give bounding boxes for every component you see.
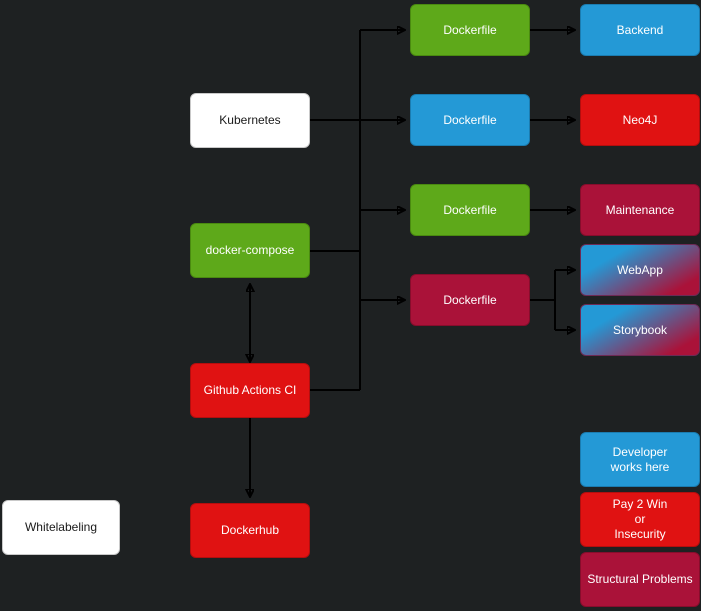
node-kubernetes-label: Kubernetes bbox=[219, 113, 281, 127]
node-dockerhub: Dockerhub bbox=[190, 503, 310, 558]
node-dockerfile-backend: Dockerfile bbox=[410, 4, 530, 56]
node-backend: Backend bbox=[580, 4, 700, 56]
node-neo4j-label: Neo4J bbox=[622, 112, 658, 127]
node-whitelabeling: Whitelabeling bbox=[2, 500, 120, 555]
node-dockerfile-neo4j-label: Dockerfile bbox=[443, 112, 497, 127]
node-maintenance: Maintenance bbox=[580, 184, 700, 236]
node-whitelabeling-label: Whitelabeling bbox=[24, 520, 98, 534]
node-storybook: Storybook bbox=[580, 304, 700, 356]
node-webapp-label: WebApp bbox=[617, 262, 663, 277]
node-dockerfile-neo4j: Dockerfile bbox=[410, 94, 530, 146]
legend-pay-2-win-or-insecurity: Pay 2 Win or Insecurity bbox=[580, 492, 700, 547]
node-dockerfile-backend-label: Dockerfile bbox=[443, 22, 497, 37]
legend-developer-works-here-label: Developer works here bbox=[610, 444, 670, 474]
node-storybook-label: Storybook bbox=[612, 322, 668, 337]
node-kubernetes: Kubernetes bbox=[190, 93, 310, 148]
node-backend-label: Backend bbox=[616, 22, 664, 37]
node-dockerfile-maintenance: Dockerfile bbox=[410, 184, 530, 236]
legend-structural-problems: Structural Problems bbox=[580, 552, 700, 607]
node-dockerhub-label: Dockerhub bbox=[220, 523, 280, 537]
node-dockerfile-maintenance-label: Dockerfile bbox=[443, 202, 497, 217]
node-dockerfile-webapp-label: Dockerfile bbox=[443, 292, 497, 307]
node-neo4j: Neo4J bbox=[580, 94, 700, 146]
legend-developer-works-here: Developer works here bbox=[580, 432, 700, 487]
node-docker-compose-label: docker-compose bbox=[205, 243, 295, 257]
node-github-actions-ci: Github Actions CI bbox=[190, 363, 310, 418]
node-webapp: WebApp bbox=[580, 244, 700, 296]
node-dockerfile-webapp: Dockerfile bbox=[410, 274, 530, 326]
node-maintenance-label: Maintenance bbox=[605, 202, 675, 217]
legend-structural-problems-label: Structural Problems bbox=[587, 572, 693, 586]
node-docker-compose: docker-compose bbox=[190, 223, 310, 278]
node-github-actions-ci-label: Github Actions CI bbox=[203, 383, 297, 397]
legend-pay-2-win-or-insecurity-label: Pay 2 Win or Insecurity bbox=[612, 497, 668, 541]
